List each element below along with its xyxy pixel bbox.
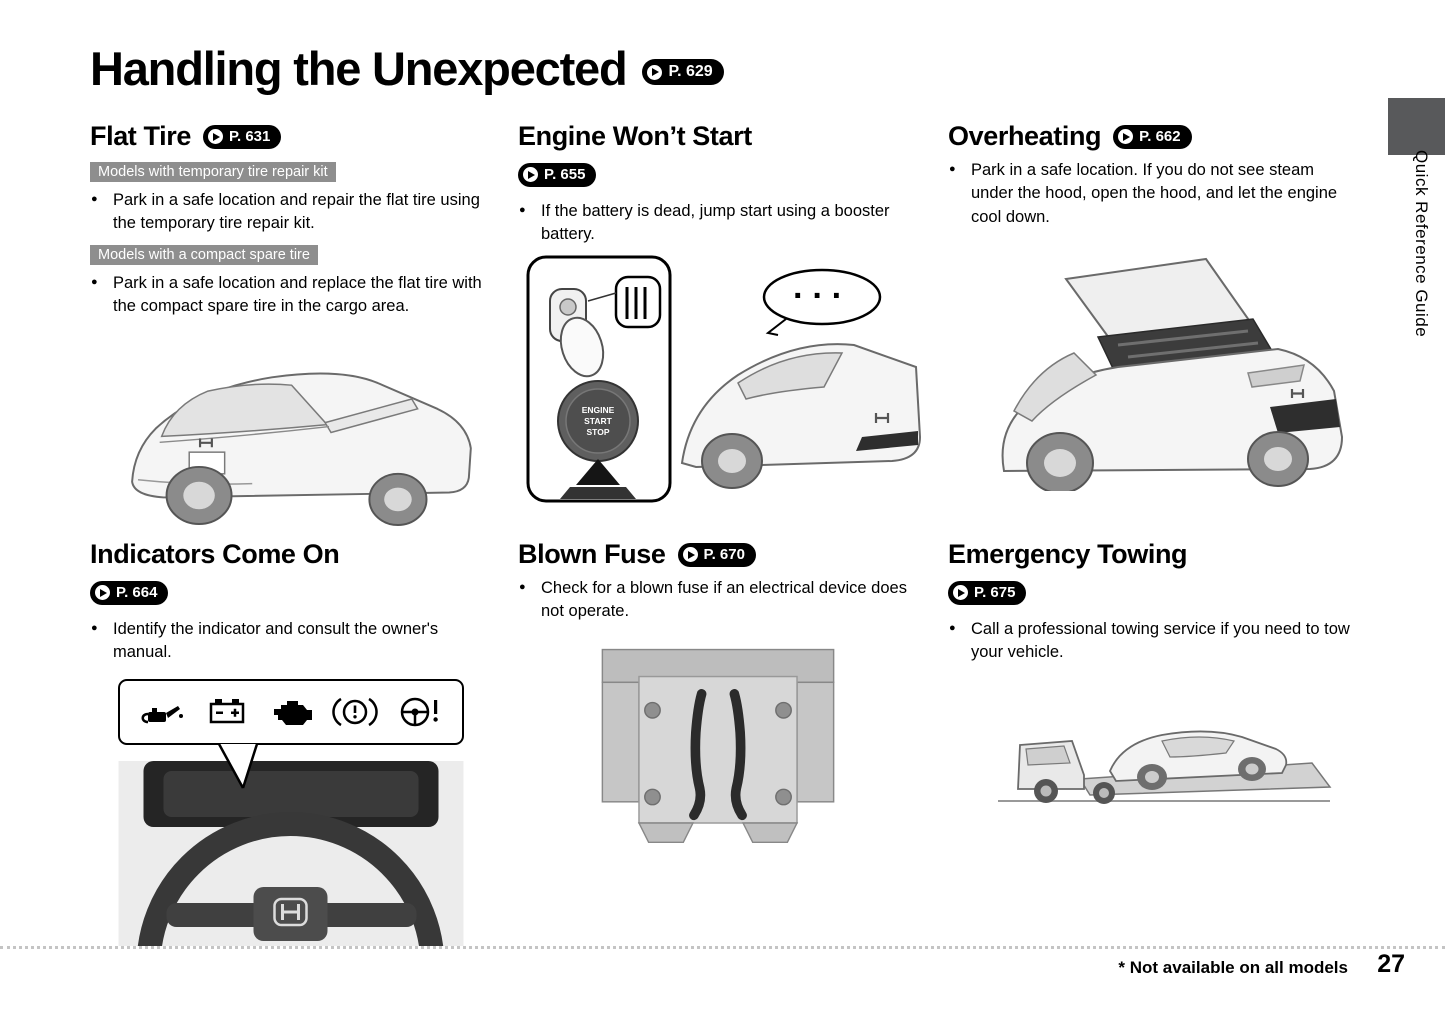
model-variant-label: Models with a compact spare tire	[90, 244, 318, 265]
page-title: Handling the Unexpected	[90, 42, 628, 95]
page-ref-label: P. 655	[544, 166, 586, 184]
page-ref-label: P. 629	[668, 63, 713, 81]
blown-element	[689, 688, 707, 820]
section-title: Flat Tire	[90, 121, 191, 151]
hand	[559, 316, 605, 377]
arrow-right-icon	[647, 64, 663, 80]
section-emergency-towing: Emergency Towing P. 675 Call a professio…	[948, 539, 1358, 808]
steering-system-icon	[400, 697, 438, 726]
instruction-text: If the battery is dead, jump start using…	[518, 200, 928, 247]
page-ref-label: P. 664	[116, 584, 158, 602]
honda-logo-icon	[198, 438, 213, 448]
arrow-right-icon	[207, 129, 223, 145]
section-title: Engine Won’t Start	[518, 121, 752, 151]
page-ref-badge[interactable]: P. 675	[948, 580, 1027, 605]
section-flat-tire: Flat Tire P. 631 Models with temporary t…	[90, 121, 500, 527]
overheating-car-illustration	[1001, 257, 1344, 491]
section-blown-fuse: Blown Fuse P. 670 Check for a blown fuse…	[518, 539, 928, 850]
page-ref-badge[interactable]: P. 655	[518, 162, 597, 187]
speech-bubble: ···	[762, 268, 882, 336]
page-number: 27	[1377, 950, 1405, 978]
blown-fuse-illustration	[601, 648, 835, 843]
instruction-text: Identify the indicator and consult the o…	[90, 618, 500, 665]
arrow-right-icon	[682, 547, 698, 563]
page-header: Handling the Unexpected P. 629	[90, 44, 724, 93]
callout-pointer	[217, 742, 259, 789]
arrow-right-icon	[953, 585, 968, 601]
indicator-icon-strip	[118, 678, 464, 745]
brake-system-icon	[332, 697, 379, 726]
page-ref-label: P. 631	[228, 128, 271, 146]
page-ref-badge[interactable]: P. 629	[642, 59, 724, 86]
footnote: * Not available on all models	[1118, 958, 1348, 977]
instruction-text: Call a professional towing service if yo…	[948, 618, 1358, 665]
flat-tire-car-illustration	[131, 372, 472, 527]
instruction-text: Park in a safe location. If you do not s…	[948, 159, 1358, 229]
svg-text:START: START	[584, 416, 613, 426]
section-title: Indicators Come On	[90, 539, 340, 569]
indicator-callout	[118, 678, 464, 946]
arrow-right-icon	[1118, 129, 1134, 145]
svg-text:STOP: STOP	[587, 427, 610, 437]
section-indicators: Indicators Come On P. 664 Identify the i…	[90, 539, 500, 946]
charging-system-icon	[209, 698, 244, 723]
page-ref-label: P. 675	[974, 584, 1016, 602]
svg-text:ENGINE: ENGINE	[582, 405, 615, 415]
model-variant-label: Models with temporary tire repair kit	[90, 161, 336, 182]
engine-start-stop-button: ENGINE START STOP	[557, 379, 639, 462]
check-engine-icon	[273, 700, 312, 725]
arrow-right-icon	[95, 585, 110, 601]
section-title: Overheating	[948, 121, 1102, 151]
instruction-text: Check for a blown fuse if an electrical …	[518, 577, 928, 624]
engine-start-illustration: ··· ENGINE START STOP	[526, 255, 922, 503]
press-arrow-icon	[576, 458, 620, 485]
section-overheating: Overheating P. 662 Park in a safe locati…	[948, 121, 1358, 491]
tow-truck-illustration	[998, 730, 1332, 804]
honda-logo-icon	[273, 897, 308, 926]
page-ref-badge[interactable]: P. 662	[1113, 124, 1192, 149]
steering-wheel-photo	[118, 760, 464, 946]
section-title: Emergency Towing	[948, 539, 1188, 569]
footer-divider	[0, 946, 1445, 949]
section-title: Blown Fuse	[518, 539, 666, 569]
chapter-label: Quick Reference Guide	[1412, 150, 1431, 338]
honda-logo-icon	[1290, 388, 1305, 398]
svg-text:···: ···	[793, 277, 851, 315]
honda-logo-icon	[874, 412, 890, 423]
page-ref-badge[interactable]: P. 670	[677, 542, 756, 567]
page-ref-badge[interactable]: P. 631	[202, 124, 282, 149]
arrow-right-icon	[523, 167, 538, 183]
instruction-text: Park in a safe location and repair the f…	[90, 189, 500, 236]
page-ref-label: P. 662	[1139, 128, 1181, 146]
oil-pressure-icon	[141, 705, 184, 723]
instruction-text: Park in a safe location and replace the …	[90, 272, 500, 319]
page-ref-label: P. 670	[703, 546, 745, 564]
chapter-tab[interactable]	[1388, 98, 1445, 155]
page-ref-badge[interactable]: P. 664	[90, 580, 169, 605]
section-engine-wont-start: Engine Won’t Start P. 655 If the battery…	[518, 121, 928, 505]
